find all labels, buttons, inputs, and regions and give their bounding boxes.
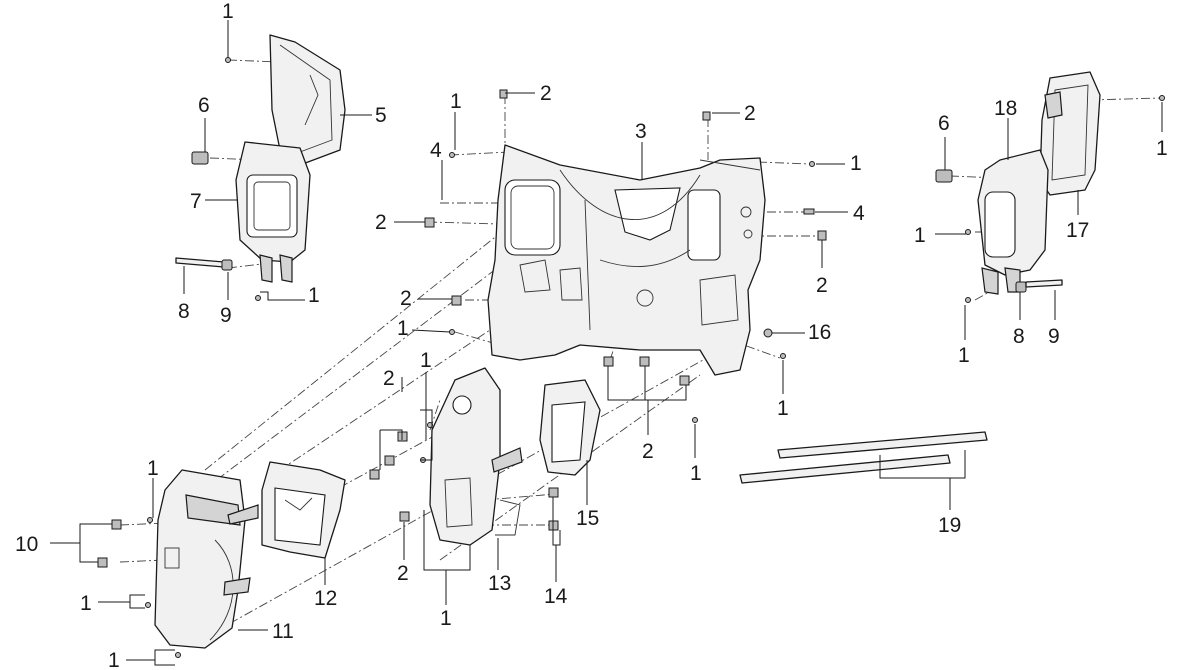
- callout-1-mid-top: 1: [450, 90, 462, 113]
- callout-15: 15: [576, 507, 599, 530]
- callout-14: 14: [544, 585, 568, 608]
- callout-6-left: 6: [198, 94, 210, 117]
- callout-9-right: 9: [1048, 325, 1060, 348]
- callout-2-left: 2: [375, 211, 387, 234]
- callout-2-bottom: 2: [642, 440, 654, 463]
- callout-17: 17: [1066, 219, 1089, 242]
- callout-9-left: 9: [220, 304, 232, 327]
- callout-1-left-lower: 1: [397, 317, 409, 340]
- callout-2-top-right: 2: [744, 102, 756, 125]
- part-19-trim-strips: [739, 431, 988, 484]
- part-9-rod-right: [1025, 279, 1063, 288]
- callout-5: 5: [375, 104, 387, 127]
- callout-10: 10: [15, 533, 38, 556]
- callout-1-far-right: 1: [1156, 137, 1168, 160]
- callout-1-part-11: 1: [147, 457, 159, 480]
- part-15-side-panel: [539, 379, 601, 476]
- callout-13: 13: [488, 572, 511, 595]
- callout-6-right: 6: [938, 112, 950, 135]
- callout-2-center-2: 2: [397, 562, 409, 585]
- callout-1-part-10a: 1: [80, 592, 92, 615]
- callout-labels: 1 6 5 7 8 9 1 1 2 4 2 3 1 4 2 2 2 16 1 1…: [15, 0, 1168, 670]
- part-3-inner-front-panel: [487, 144, 766, 376]
- callout-4-right: 4: [853, 202, 865, 225]
- part-7-air-duct-left: [235, 141, 311, 283]
- callout-2-top: 2: [540, 82, 552, 105]
- callout-2-right: 2: [816, 274, 828, 297]
- callout-12: 12: [314, 587, 337, 610]
- part-18-air-duct-right: [977, 149, 1049, 295]
- part-12-bracket-panel: [261, 461, 346, 559]
- part-6-clip-right: [935, 169, 953, 183]
- callout-11: 11: [272, 620, 294, 643]
- callout-1-left-rod: 1: [308, 284, 320, 307]
- callout-2-left-lower: 2: [400, 287, 412, 310]
- callout-1-right-duct: 1: [914, 224, 926, 247]
- part-17-side-cover-right: [1039, 71, 1101, 196]
- callout-1-bottom: 1: [690, 462, 702, 485]
- part-8-nut-right: [1015, 281, 1027, 293]
- part-5-side-cover-left: [269, 34, 346, 166]
- callout-1-center-left: 1: [420, 349, 432, 372]
- part-9-nut-left: [221, 259, 233, 271]
- callout-16: 16: [808, 321, 831, 344]
- callout-19: 19: [938, 514, 961, 537]
- part-8-rod-left: [175, 257, 225, 268]
- part-6-clip-left: [191, 151, 209, 165]
- callout-18: 18: [994, 97, 1017, 120]
- callout-8-left: 8: [178, 300, 190, 323]
- callout-1-right-lower: 1: [777, 397, 789, 420]
- callout-1-part-13: 1: [440, 607, 452, 630]
- callout-1-right: 1: [850, 152, 862, 175]
- callout-7: 7: [190, 190, 202, 213]
- leader-lines: [50, 20, 1163, 666]
- part-11-lower-left-cover: [154, 469, 259, 649]
- part-13-center-lower-cover: [429, 367, 523, 546]
- callout-2-center-left: 2: [383, 367, 395, 390]
- callout-8-right: 8: [1013, 325, 1025, 348]
- callout-3: 3: [635, 120, 647, 143]
- callout-1-right-bottom: 1: [958, 344, 970, 367]
- callout-4-top: 4: [430, 139, 442, 162]
- callout-1-top-left: 1: [222, 0, 234, 23]
- callout-1-part-10b: 1: [108, 649, 120, 670]
